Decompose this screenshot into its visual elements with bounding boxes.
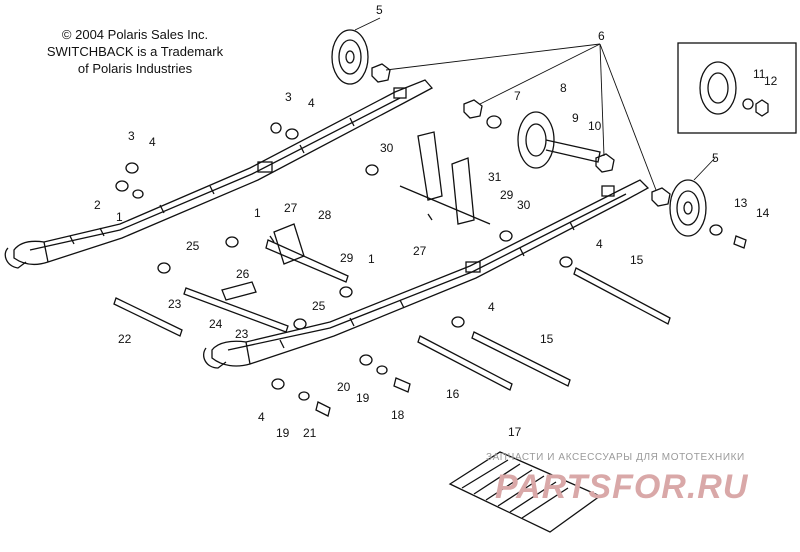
washer-25-center xyxy=(293,318,307,330)
shaft-15-upper xyxy=(573,267,671,325)
washer-4-upper xyxy=(125,162,139,174)
washer-30-lower xyxy=(499,230,513,242)
callout-14: 14 xyxy=(756,206,770,220)
callout-25-center: 25 xyxy=(312,299,326,313)
washer-30-upper xyxy=(365,164,379,176)
callout-15-upper: 15 xyxy=(630,253,644,267)
shaft-16 xyxy=(417,335,513,391)
callout-21: 21 xyxy=(303,426,317,440)
washer-19-right xyxy=(376,365,388,375)
lower-rail xyxy=(203,179,650,369)
bolt-21 xyxy=(315,401,331,417)
callout-11: 11 xyxy=(753,67,766,81)
idler-wheel-right xyxy=(669,179,707,237)
copyright-line: © 2004 Polaris Sales Inc. xyxy=(61,27,209,42)
callout-19-right: 19 xyxy=(356,391,370,405)
callout-10: 10 xyxy=(588,119,602,133)
washer-19-left xyxy=(298,391,310,401)
upper-rail xyxy=(4,79,434,269)
inset-box xyxy=(677,42,797,134)
trademark-line: SWITCHBACK is a Trademark xyxy=(46,44,224,59)
nut-3-top xyxy=(270,122,282,134)
callout-25-left: 25 xyxy=(186,239,200,253)
part-17-slide xyxy=(448,451,602,533)
trademark-owner-line: of Polaris Industries xyxy=(77,61,193,76)
callout-1-lower: 1 xyxy=(368,252,375,266)
callout-22: 22 xyxy=(118,332,132,346)
callout-28: 28 xyxy=(318,208,332,222)
callout-15-lower: 15 xyxy=(540,332,554,346)
leader-lines xyxy=(354,17,716,191)
washer-20 xyxy=(359,354,373,366)
callout-24: 24 xyxy=(209,317,223,331)
shaft-22 xyxy=(113,297,183,337)
bracket-31 xyxy=(399,131,491,225)
copyright-block: © 2004 Polaris Sales Inc. SWITCHBACK is … xyxy=(20,26,250,77)
callout-23-center: 23 xyxy=(235,327,249,341)
callout-31: 31 xyxy=(488,170,502,184)
callout-17: 17 xyxy=(508,425,522,439)
bolt-14 xyxy=(733,235,747,249)
wheel-hub-top xyxy=(371,63,391,83)
callout-26: 26 xyxy=(236,267,250,281)
washer-1-center xyxy=(225,236,239,248)
wheel-hub-left xyxy=(463,99,483,119)
callout-19-left: 19 xyxy=(276,426,290,440)
washer-25-left xyxy=(157,262,171,274)
callout-29-right: 29 xyxy=(500,188,514,202)
callout-4-bottom: 4 xyxy=(258,410,265,424)
callout-3-top: 3 xyxy=(285,90,292,104)
callout-2: 2 xyxy=(94,198,101,212)
callout-29-center: 29 xyxy=(340,251,354,265)
callout-4-top: 4 xyxy=(308,96,315,110)
callout-1-left: 1 xyxy=(116,210,123,224)
callout-5-top: 5 xyxy=(376,3,383,17)
washer-4-left xyxy=(271,378,285,390)
watermark-tagline: ЗАПЧАСТИ И АКСЕССУАРЫ ДЛЯ МОТОТЕХНИКИ xyxy=(486,452,745,463)
washer-13 xyxy=(709,224,723,236)
callout-27-left: 27 xyxy=(284,201,298,215)
spacer-7 xyxy=(486,115,502,129)
callout-8: 8 xyxy=(560,81,567,95)
callout-12: 12 xyxy=(764,74,778,88)
callout-4-right: 4 xyxy=(596,237,603,251)
washer-4-top xyxy=(285,128,299,140)
wheel-hub-right xyxy=(595,153,615,173)
nut-4-right xyxy=(559,256,573,268)
callout-23-left: 23 xyxy=(168,297,182,311)
shaft-29 xyxy=(265,239,349,283)
shaft-15-lower xyxy=(471,331,571,387)
shaft-23 xyxy=(183,287,289,333)
callout-4-left: 4 xyxy=(149,135,156,149)
callout-30-lower: 30 xyxy=(517,198,531,212)
nut-2 xyxy=(115,180,129,192)
callout-labels: 5 6 3 4 3 4 2 1 8 7 9 10 11 12 5 13 14 3… xyxy=(94,3,778,440)
shaft-24 xyxy=(221,281,257,301)
callout-20: 20 xyxy=(337,380,351,394)
watermark-logo: PARTSFOR.RU xyxy=(495,468,749,506)
callout-13: 13 xyxy=(734,196,748,210)
callout-9: 9 xyxy=(572,111,579,125)
washer-1-left xyxy=(132,189,144,199)
pin-27-left xyxy=(269,235,275,243)
washer-1-lower xyxy=(339,286,353,298)
callout-6: 6 xyxy=(598,29,605,43)
wheel-hub-rail xyxy=(651,187,671,207)
callout-3-left: 3 xyxy=(128,129,135,143)
callout-16: 16 xyxy=(446,387,460,401)
idler-wheel-top xyxy=(331,29,369,85)
callout-7: 7 xyxy=(514,89,521,103)
callout-27-right: 27 xyxy=(413,244,427,258)
washer-4-lower xyxy=(451,316,465,328)
bolt-18 xyxy=(393,377,411,393)
callout-30-upper: 30 xyxy=(380,141,394,155)
plate-28 xyxy=(273,223,305,265)
callout-4-lower: 4 xyxy=(488,300,495,314)
callout-5-right: 5 xyxy=(712,151,719,165)
callout-1-center: 1 xyxy=(254,206,261,220)
pin-27-right xyxy=(427,213,433,221)
callout-18: 18 xyxy=(391,408,405,422)
